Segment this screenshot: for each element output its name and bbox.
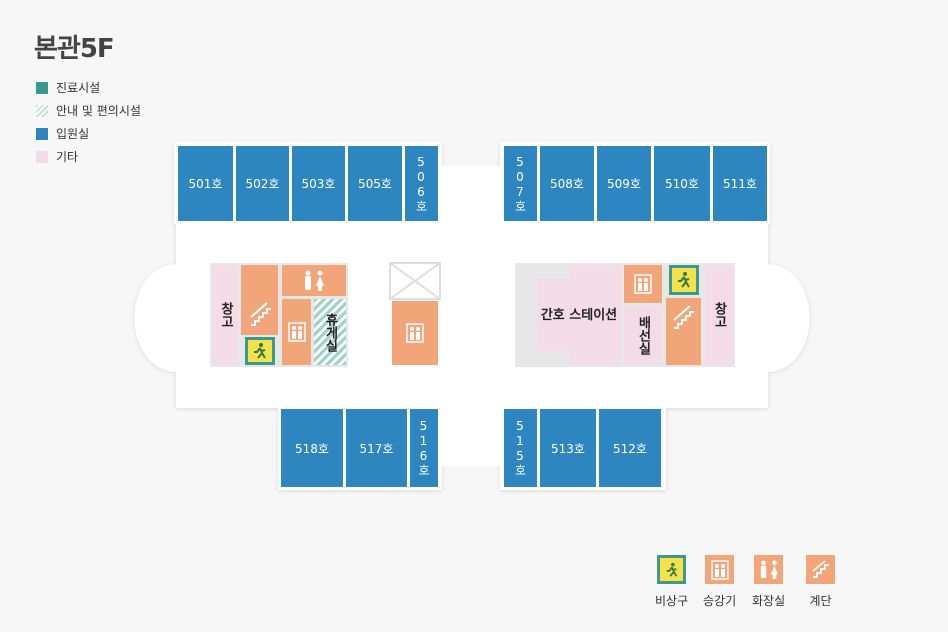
legend-restroom: 화장실 — [752, 555, 785, 609]
emergency-exit-right — [669, 265, 699, 295]
storage-left-label: 창고 — [218, 302, 233, 328]
legend-label: 비상구 — [655, 594, 689, 608]
room-503[interactable]: 503호 — [292, 146, 345, 221]
room-513[interactable]: 513호 — [540, 409, 596, 487]
elevator-icon — [406, 323, 424, 343]
emergency-exit-icon — [657, 555, 687, 584]
stairs-icon — [806, 555, 835, 584]
room-509[interactable]: 509호 — [597, 146, 651, 221]
room-506[interactable]: 506호 — [405, 146, 438, 221]
pantry-label: 배선실 — [635, 316, 651, 355]
stairs-right — [666, 298, 701, 365]
emergency-exit-left — [245, 337, 275, 365]
lounge-label: 휴게실 — [322, 312, 338, 352]
other-swatch — [36, 150, 48, 163]
room-518[interactable]: 518호 — [281, 409, 343, 487]
elevator-right — [624, 265, 662, 303]
room-505[interactable]: 505호 — [348, 146, 402, 221]
legend-label: 진료시설 — [56, 81, 101, 95]
room-501[interactable]: 501호 — [178, 146, 233, 221]
restroom-left — [282, 265, 346, 296]
lounge — [314, 299, 346, 365]
legend-item-guide: 안내 및 편의시설 — [36, 99, 141, 122]
storage-left — [213, 265, 238, 365]
guide-swatch — [36, 104, 48, 117]
room-515[interactable]: 515호 — [504, 409, 537, 487]
elevator-icon — [634, 274, 652, 294]
legend-label: 계단 — [809, 594, 832, 608]
elevator-center — [392, 301, 438, 365]
restroom-icon — [305, 270, 324, 291]
stairs-left — [241, 265, 278, 335]
room-507[interactable]: 507호 — [504, 146, 537, 221]
storage-right — [705, 265, 733, 365]
legend-item-ward: 입원실 — [36, 122, 141, 145]
legend-elevator: 승강기 — [703, 555, 736, 609]
room-510[interactable]: 510호 — [654, 146, 710, 221]
legend: 진료시설 안내 및 편의시설 입원실 기타 — [36, 76, 141, 168]
ward-swatch — [36, 127, 48, 140]
legend-stairs: 계단 — [806, 555, 835, 609]
stairs-icon — [250, 302, 271, 326]
nurse-station-label: 간호 스테이션 — [540, 308, 618, 323]
nurse-station[interactable] — [537, 279, 621, 351]
room-517[interactable]: 517호 — [346, 409, 407, 487]
emergency-exit-icon — [678, 272, 690, 288]
legend-label: 기타 — [56, 150, 79, 164]
stairs-icon — [673, 305, 694, 329]
elevator-icon — [705, 555, 735, 584]
pantry — [624, 306, 662, 365]
legend-label: 안내 및 편의시설 — [56, 104, 141, 118]
room-502[interactable]: 502호 — [236, 146, 289, 221]
legend-exit: 비상구 — [655, 555, 688, 609]
legend-label: 입원실 — [56, 127, 90, 141]
elevator-left — [282, 299, 311, 365]
room-516[interactable]: 516호 — [410, 409, 438, 487]
clinic-swatch — [36, 81, 48, 94]
elevator-icon — [287, 322, 306, 342]
room-511[interactable]: 511호 — [713, 146, 767, 221]
room-508[interactable]: 508호 — [540, 146, 594, 221]
legend-item-clinic: 진료시설 — [36, 76, 141, 99]
legend-label: 승강기 — [703, 594, 737, 608]
restroom-icon — [754, 555, 784, 584]
storage-right-label: 창고 — [711, 302, 727, 328]
legend-label: 화장실 — [752, 594, 786, 608]
page-title: 본관5F — [34, 34, 115, 64]
emergency-exit-icon — [254, 343, 266, 359]
legend-item-other: 기타 — [36, 145, 141, 168]
room-512[interactable]: 512호 — [599, 409, 661, 487]
